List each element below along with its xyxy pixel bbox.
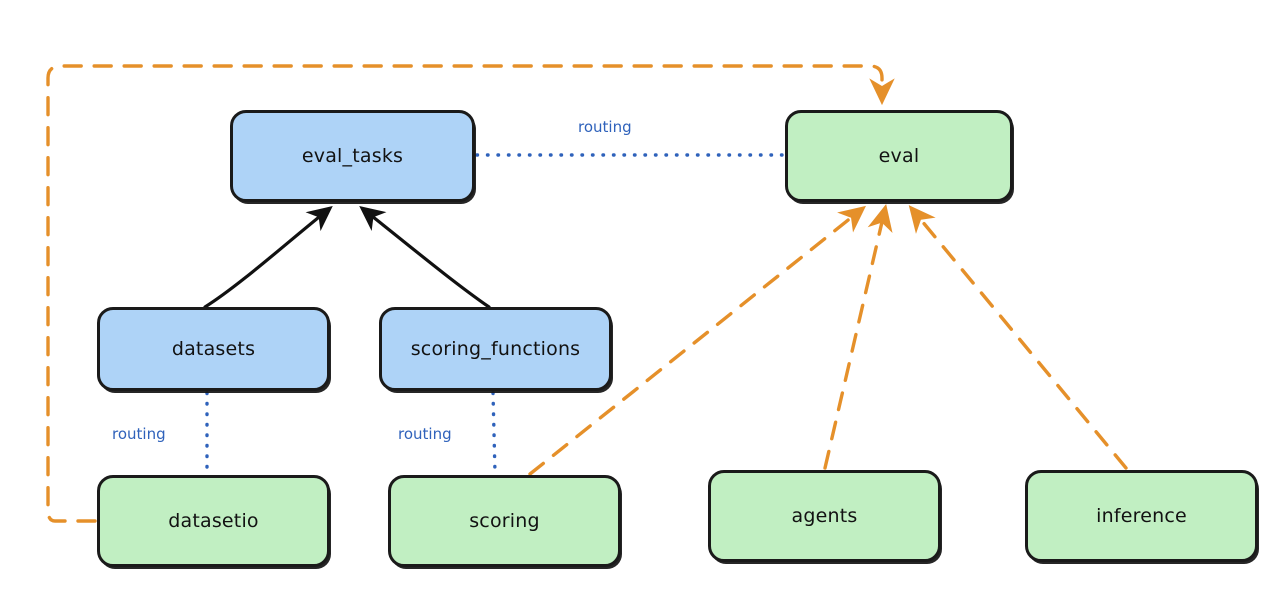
edge-scoring-functions-to-scoring (491, 391, 497, 475)
node-label: scoring_functions (410, 338, 581, 360)
edge-scoring-to-eval (528, 205, 866, 476)
node-agents[interactable]: agents (708, 470, 941, 562)
edge-label-routing-eval-tasks-eval: routing (578, 118, 632, 136)
node-label: scoring (469, 510, 540, 532)
node-scoring-functions[interactable]: scoring_functions (379, 307, 612, 391)
node-scoring[interactable]: scoring (388, 475, 621, 567)
node-datasetio[interactable]: datasetio (97, 475, 330, 567)
node-label: datasetio (168, 510, 259, 532)
node-label: inference (1096, 505, 1187, 527)
node-label: eval (878, 145, 920, 167)
edge-agents-to-eval (823, 204, 893, 470)
node-eval[interactable]: eval (785, 110, 1013, 202)
edge-inference-to-eval (908, 205, 1128, 470)
edge-datasetio-to-eval (46, 64, 895, 523)
edge-scoring-functions-to-eval-tasks (359, 206, 491, 309)
edge-label-routing-scoring-functions-scoring: routing (398, 425, 452, 443)
node-eval-tasks[interactable]: eval_tasks (230, 110, 475, 202)
node-label: datasets (171, 338, 256, 360)
edge-datasets-to-eval-tasks (203, 206, 333, 309)
node-label: eval_tasks (301, 145, 404, 167)
node-label: agents (791, 505, 858, 527)
node-datasets[interactable]: datasets (97, 307, 330, 391)
edge-label-routing-datasets-datasetio: routing (112, 425, 166, 443)
node-inference[interactable]: inference (1025, 470, 1258, 562)
